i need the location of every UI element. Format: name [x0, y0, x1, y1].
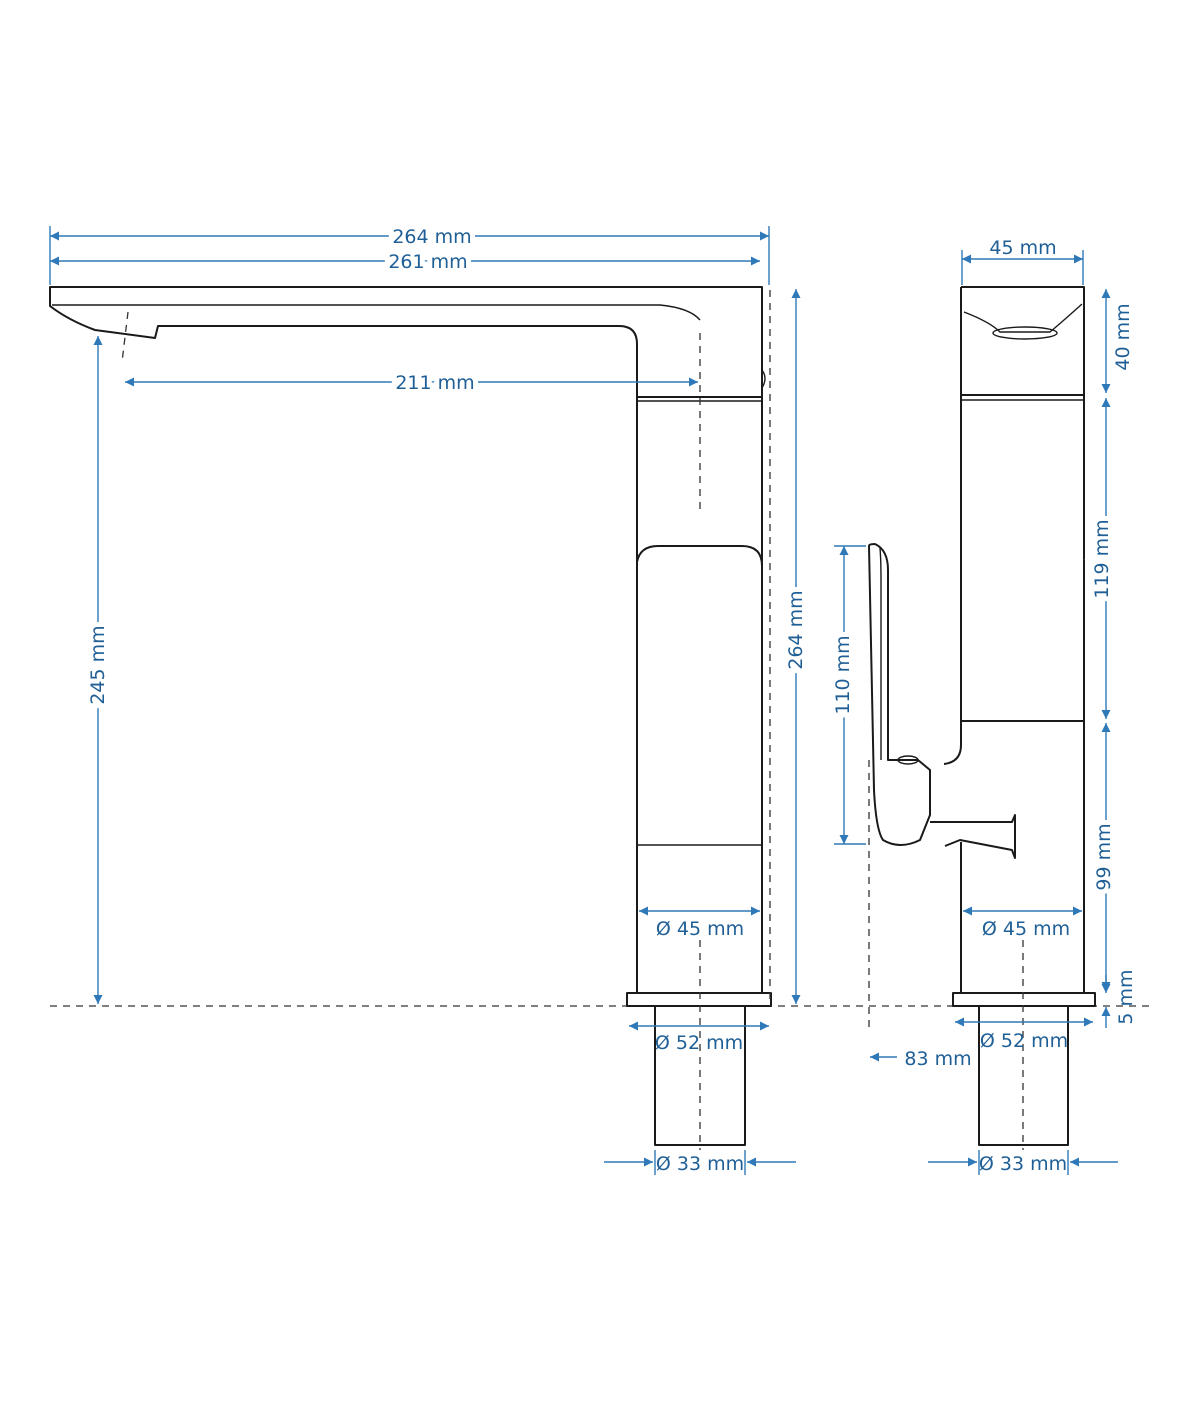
- side-aerator-outlet: [992, 326, 1058, 340]
- side-lever-reach-label: 83 mm: [904, 1048, 971, 1070]
- side-base-plate: [952, 992, 1096, 1007]
- front-base-plate: [626, 992, 772, 1007]
- side-lever-inner: [879, 547, 882, 760]
- side-base-height-label: 5 mm: [1115, 969, 1137, 1024]
- side-view: 45 mm 40 mm 119 mm 110 mm 99 mm 5 mm 83 …: [827, 237, 1137, 1175]
- side-shank-diameter-label: Ø 33 mm: [979, 1153, 1067, 1175]
- side-lever-height-label: 110 mm: [832, 635, 854, 714]
- side-lower-section-label: 99 mm: [1093, 823, 1115, 890]
- side-body-diameter-label: Ø 45 mm: [982, 918, 1070, 940]
- front-total-height-label: 264 mm: [785, 590, 807, 669]
- side-cartridge: [930, 814, 1016, 859]
- side-lever-pivot: [897, 755, 919, 765]
- front-view: 264 mm 261 mm 211 mm 245 mm 264 mm Ø 45 …: [49, 221, 812, 1175]
- front-shank: [654, 1006, 746, 1146]
- side-body-outline: [960, 286, 1085, 994]
- side-body-width-label: 45 mm: [989, 237, 1056, 259]
- front-lever-outline: [636, 545, 763, 567]
- front-outlet-hidden-line: [121, 311, 129, 363]
- front-shank-diameter-label: Ø 33 mm: [656, 1153, 744, 1175]
- front-total-width-label: 264 mm: [392, 226, 471, 248]
- side-base-diameter-label: Ø 52 mm: [980, 1030, 1068, 1052]
- side-shank: [978, 1006, 1069, 1146]
- front-body-diameter-label: Ø 45 mm: [656, 918, 744, 940]
- front-spout-reach-label: 211 mm: [395, 372, 474, 394]
- front-spout-width-label: 261 mm: [388, 251, 467, 273]
- side-head-height-label: 40 mm: [1112, 303, 1134, 370]
- side-body-left-upper: [943, 287, 962, 765]
- side-aerator: [963, 303, 1083, 333]
- front-lever-knob: [761, 369, 766, 389]
- front-base-diameter-label: Ø 52 mm: [655, 1032, 743, 1054]
- front-spout-top-curve: [52, 304, 701, 321]
- front-spout-outline: [49, 286, 763, 994]
- side-upper-section-label: 119 mm: [1091, 519, 1113, 598]
- front-spout-height-label: 245 mm: [87, 625, 109, 704]
- side-lever: [868, 543, 931, 846]
